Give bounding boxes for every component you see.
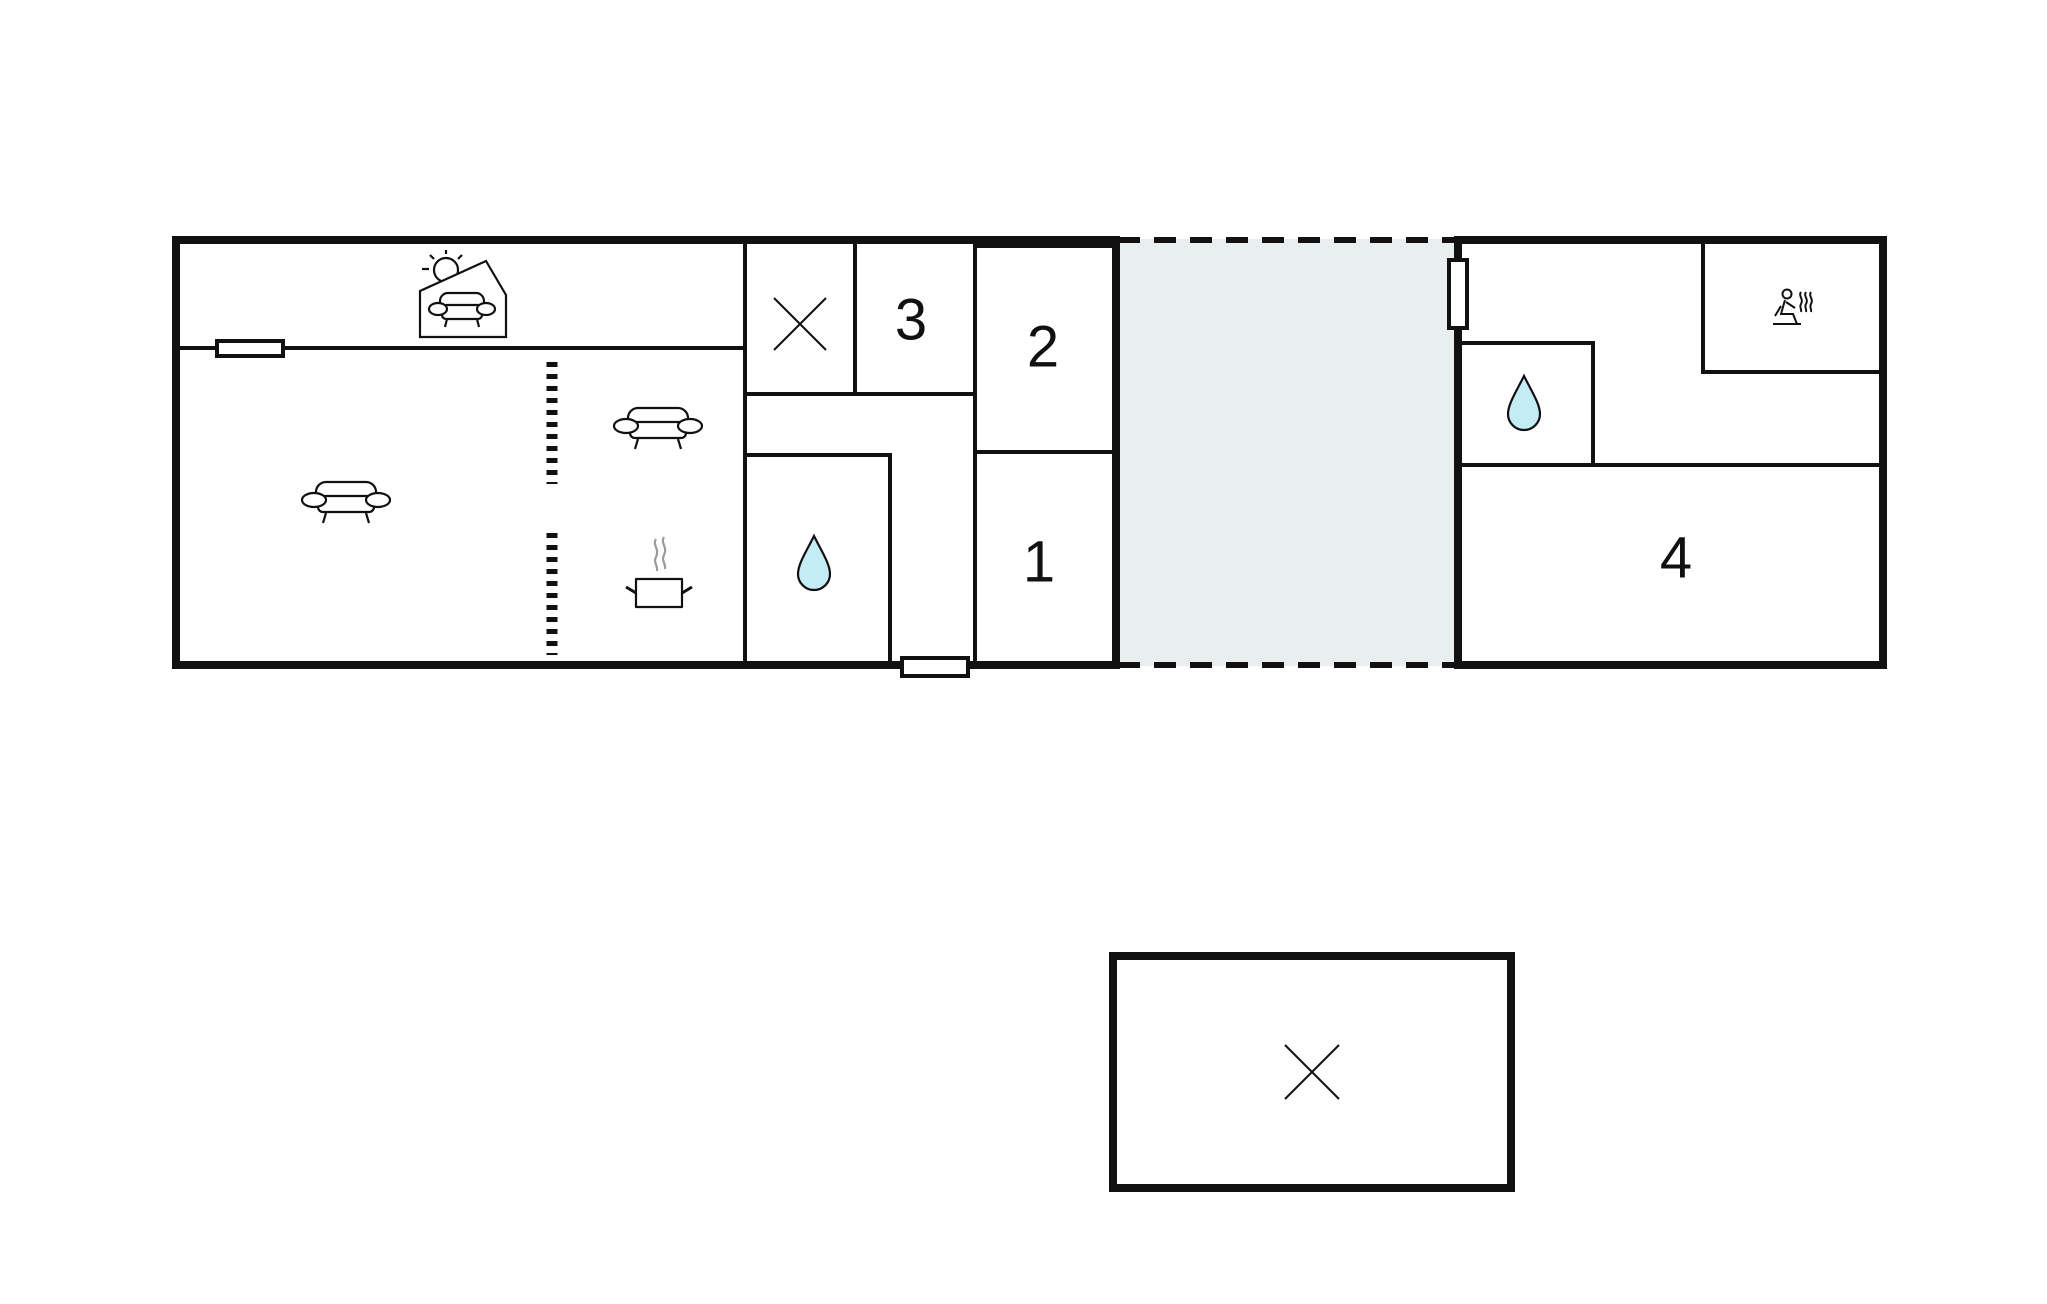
sauna-icon — [1773, 288, 1813, 325]
open-courtyard — [1118, 239, 1456, 666]
shed-outer-wall — [1109, 952, 1515, 1192]
room-4-label: 4 — [1660, 526, 1692, 591]
sauna-wall — [1701, 238, 1885, 374]
door-main-entrance — [900, 656, 970, 678]
annex-building — [1447, 236, 1887, 669]
room-2-label: 2 — [1027, 315, 1059, 380]
door-annex — [1447, 258, 1469, 330]
cooking-pot-icon — [625, 536, 693, 609]
cross-icon — [773, 297, 827, 351]
sunroom-sofa-icon — [418, 250, 508, 339]
cross-icon — [1284, 1044, 1340, 1100]
annex-outer-wall — [1454, 236, 1887, 669]
annex-bathroom-wall — [1456, 341, 1595, 467]
room-1-label: 1 — [1023, 530, 1055, 595]
water-drop-icon — [1506, 373, 1542, 432]
door-sunroom — [215, 339, 285, 358]
bathroom-wall — [743, 453, 892, 667]
water-drop-icon — [796, 533, 832, 592]
sofa-icon — [300, 480, 392, 524]
main-building — [172, 236, 1120, 678]
room-3-label: 3 — [895, 288, 927, 353]
sofa-icon — [612, 406, 704, 450]
